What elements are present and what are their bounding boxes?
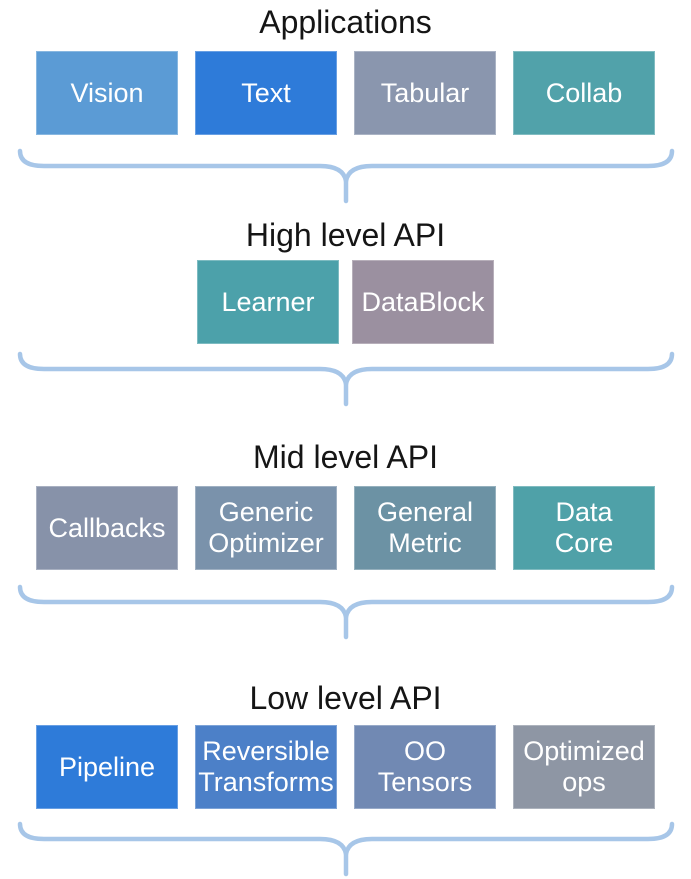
component-label: Generic Optimizer: [208, 497, 324, 558]
component-box-pipeline: Pipeline: [36, 725, 178, 809]
component-box-data-core: Data Core: [513, 486, 655, 570]
component-label: DataBlock: [361, 286, 485, 317]
component-label: Data Core: [554, 497, 614, 558]
component-box-vision: Vision: [36, 51, 178, 135]
component-row: Learner DataBlock: [197, 260, 494, 344]
component-label: General Metric: [376, 497, 474, 558]
component-label: Text: [241, 77, 291, 108]
component-label: Tabular: [380, 77, 470, 108]
component-box-reversible-transforms: Reversible Transforms: [195, 725, 337, 809]
component-row: Vision Text Tabular Collab: [36, 51, 655, 135]
section-title: Mid level API: [253, 439, 438, 475]
curly-brace-icon: [17, 351, 674, 407]
section-title: Low level API: [249, 680, 442, 716]
component-box-general-metric: General Metric: [354, 486, 496, 570]
api-layer-section: Applications Vision Text Tabular Collab: [0, 2, 691, 204]
component-label: Callbacks: [48, 512, 166, 543]
curly-brace-icon: [17, 821, 674, 877]
component-box-optimized-ops: Optimized ops: [513, 725, 655, 809]
curly-brace-icon: [17, 148, 674, 204]
component-box-collab: Collab: [513, 51, 655, 135]
component-box-oo-tensors: OO Tensors: [354, 725, 496, 809]
component-row: Callbacks Generic Optimizer General Metr…: [36, 486, 655, 570]
component-label: OO Tensors: [377, 736, 473, 797]
api-layer-section: Mid level API Callbacks Generic Optimize…: [0, 437, 691, 640]
component-box-generic-optimizer: Generic Optimizer: [195, 486, 337, 570]
component-label: Optimized ops: [523, 736, 645, 797]
component-box-callbacks: Callbacks: [36, 486, 178, 570]
component-label: Collab: [545, 77, 623, 108]
section-title: Applications: [259, 4, 432, 40]
component-box-datablock: DataBlock: [352, 260, 494, 344]
component-label: Learner: [221, 286, 315, 317]
component-box-tabular: Tabular: [354, 51, 496, 135]
api-layer-section: High level API Learner DataBlock: [0, 215, 691, 407]
api-layer-section: Low level API Pipeline Reversible Transf…: [0, 678, 691, 877]
component-label: Reversible Transforms: [198, 736, 334, 797]
component-label: Pipeline: [58, 751, 156, 782]
component-row: Pipeline Reversible Transforms OO Tensor…: [36, 725, 655, 809]
component-label: Vision: [70, 77, 144, 108]
component-box-learner: Learner: [197, 260, 339, 344]
component-box-text: Text: [195, 51, 337, 135]
section-title: High level API: [245, 217, 446, 253]
curly-brace-icon: [17, 584, 674, 640]
